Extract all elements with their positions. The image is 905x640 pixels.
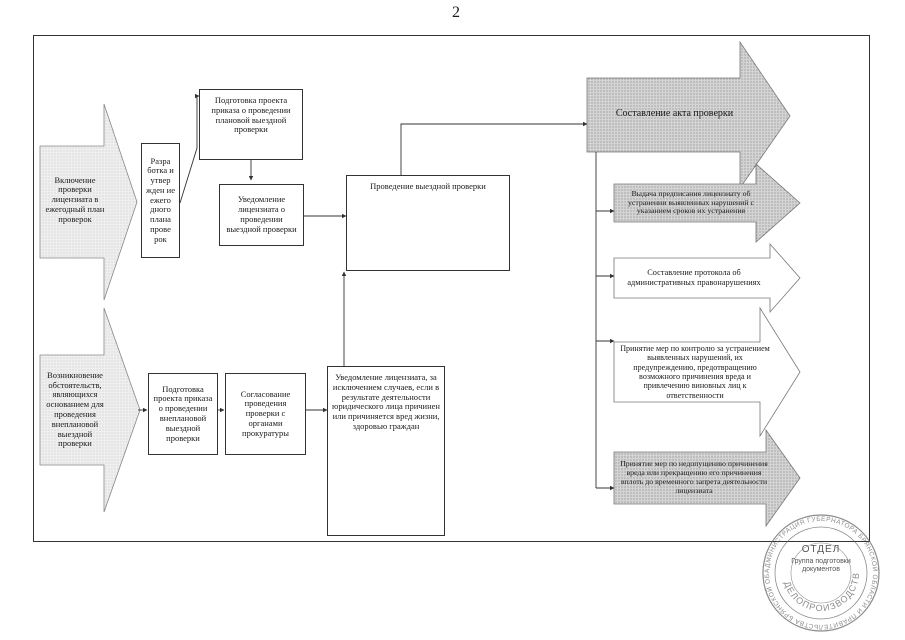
node-inclusion: Включение проверки лицензиата в ежегодны… xyxy=(45,174,105,224)
node-prep-unplanned: Подготовка проекта приказа о проведении … xyxy=(148,373,218,455)
node-prep-planned: Подготовка проекта приказа о проведении … xyxy=(199,89,303,160)
node-development: Разра ботка и утвер жден ие ежего дного … xyxy=(141,143,180,258)
node-notify-planned: Уведомление лицензиата о проведении выез… xyxy=(219,184,304,246)
page-number: 2 xyxy=(452,4,460,21)
connector-field-act xyxy=(400,121,588,175)
node-approval: Согласование проведения проверки с орган… xyxy=(225,373,306,455)
connector-dev-prep xyxy=(179,93,200,204)
node-protocol: Составление протокола об административны… xyxy=(627,268,761,287)
node-prevent: Принятие мер по недопущению причинения в… xyxy=(620,459,768,495)
stamp-title: ОТДЕЛ xyxy=(801,544,841,555)
node-field-check: Проведение выездной проверки xyxy=(346,175,510,271)
diagram-frame xyxy=(33,35,870,542)
node-order: Выдача предписания лицензиату об устране… xyxy=(628,188,754,216)
circumstances-arrow-shape xyxy=(39,307,141,513)
protocol-arrow-shape xyxy=(613,242,801,314)
act-arrow-shape xyxy=(586,40,791,190)
prevent-arrow-shape xyxy=(613,428,801,528)
order-arrow-shape xyxy=(613,163,801,243)
node-act: Составление акта проверки xyxy=(615,108,734,120)
node-circumstances: Возникновение обстоятельств, являющихся … xyxy=(46,369,104,449)
control-arrow-shape xyxy=(613,306,801,438)
node-notify-unplanned: Уведомление лицензиата, за исключением с… xyxy=(327,366,445,536)
node-control: Принятие мер по контролю за устранением … xyxy=(620,344,770,400)
stamp-center-text: Группа подготовки документов xyxy=(791,558,851,574)
inclusion-arrow-shape xyxy=(39,103,138,301)
